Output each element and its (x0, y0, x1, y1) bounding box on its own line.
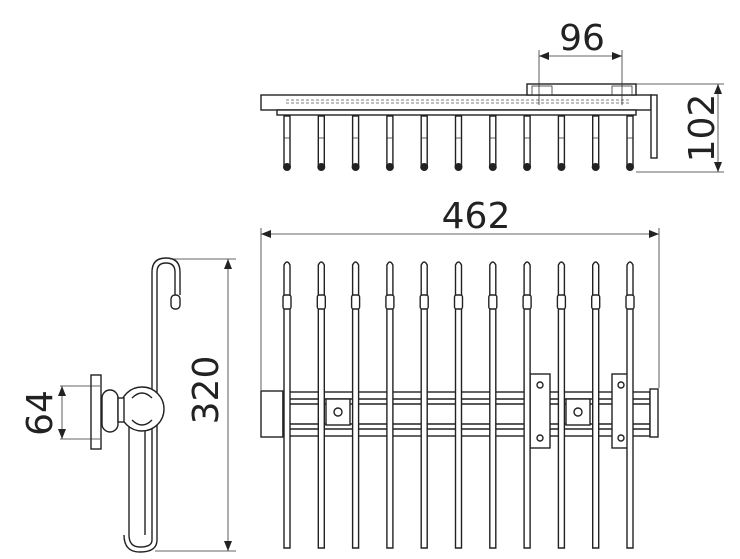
prong (350, 261, 361, 549)
prong (282, 261, 292, 549)
prong (385, 115, 394, 171)
prong (626, 115, 634, 171)
prong (625, 261, 635, 549)
prong (557, 115, 566, 171)
front-view-prongs (282, 261, 635, 549)
prong (522, 261, 532, 549)
prong (454, 115, 463, 171)
prong (283, 115, 291, 171)
front-view: 462 (260, 196, 660, 549)
prong (591, 261, 601, 549)
dimension-96-label: 96 (559, 18, 605, 59)
prong (385, 261, 395, 549)
prong (453, 261, 464, 549)
prong (591, 115, 600, 171)
dimension-320-label: 320 (186, 356, 227, 425)
prong (488, 115, 497, 171)
prong (419, 261, 429, 549)
side-view: 64 320 (20, 257, 236, 553)
prong (523, 115, 532, 171)
prong (420, 115, 429, 171)
prong (351, 115, 360, 171)
prong (556, 261, 567, 549)
dimension-64-label: 64 (20, 390, 61, 436)
dimension-102-label: 102 (682, 94, 723, 163)
dimension-462-label: 462 (442, 196, 511, 237)
prong (488, 261, 498, 549)
top-view: 96 102 (260, 18, 724, 173)
prong (316, 261, 326, 549)
prong (317, 115, 326, 171)
top-view-prongs (283, 115, 634, 171)
